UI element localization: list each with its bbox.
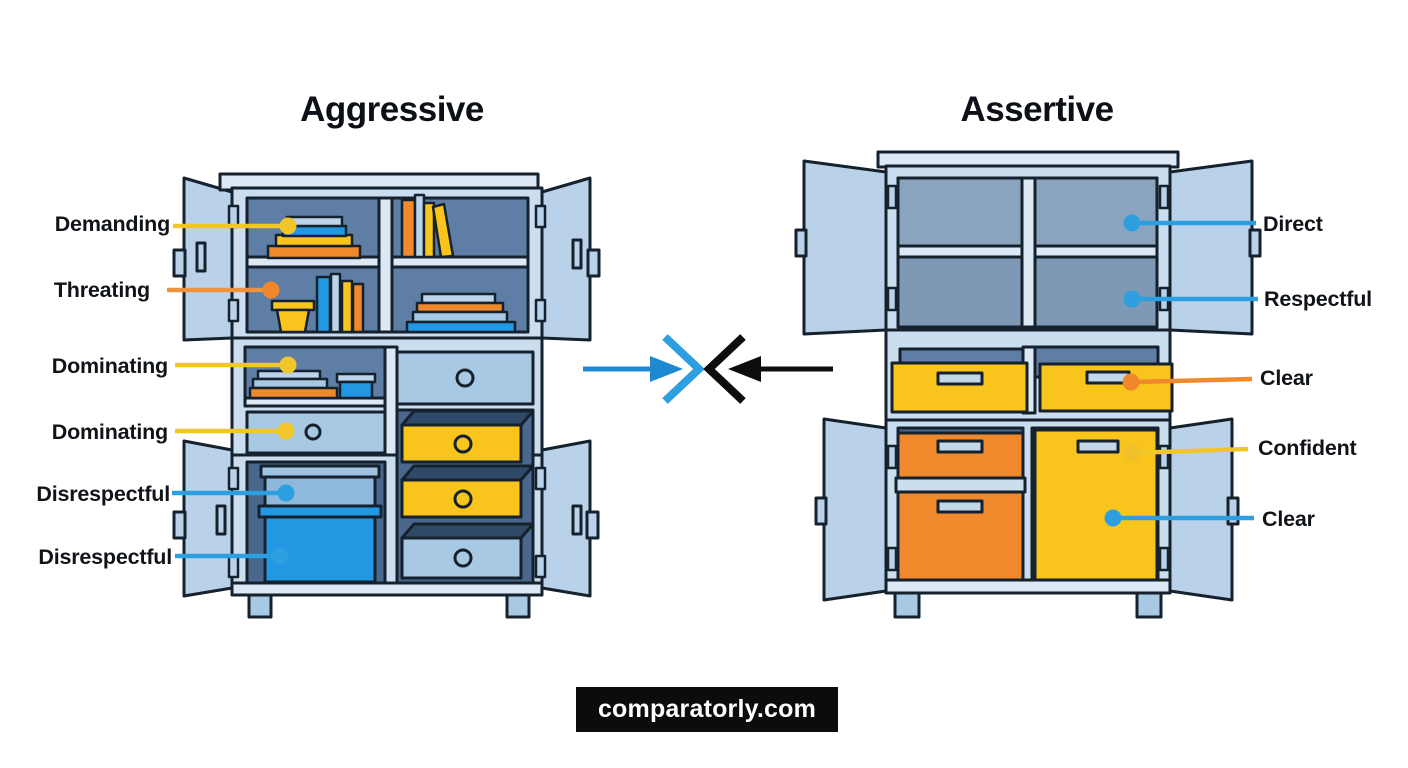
label-threating: Threating: [53, 278, 150, 302]
storage-bin: [257, 464, 383, 584]
orange-drawer-bottom: [896, 490, 1025, 582]
connector-direct: [1123, 214, 1256, 232]
pot-and-books-mid-left: [270, 272, 365, 334]
watermark-badge: comparatorly.com: [576, 687, 838, 732]
connector-confident: [1123, 444, 1249, 462]
yellow-drawer-right: [1038, 362, 1174, 413]
assertive-leg-right: [1135, 591, 1163, 619]
connector-demanding: [173, 217, 297, 235]
yellow-drawer-left: [890, 361, 1029, 414]
label-demanding: Demanding: [54, 212, 170, 236]
connector-dominating-2: [175, 422, 295, 440]
arrow-left-icon: [703, 334, 833, 404]
books-top-right: [400, 193, 455, 259]
label-dominating-1: Dominating: [51, 354, 168, 378]
connector-clear-1: [1122, 373, 1253, 391]
label-clear-2: Clear: [1262, 507, 1315, 531]
label-dominating-2: Dominating: [51, 420, 168, 444]
label-respectful: Respectful: [1264, 287, 1372, 311]
orange-drawer-top: [896, 431, 1025, 480]
label-direct: Direct: [1263, 212, 1323, 236]
label-clear-1: Clear: [1260, 366, 1313, 390]
aggressive-leg-left: [247, 593, 273, 619]
open-drawer-yellow-1: [400, 409, 535, 464]
connector-disrespectful-1: [172, 484, 295, 502]
arrow-right-icon: [583, 334, 705, 404]
aggressive-top-doors: [172, 176, 601, 342]
label-disrespectful-2: Disrespectful: [38, 545, 172, 569]
label-confident: Confident: [1258, 436, 1357, 460]
assertive-title: Assertive: [960, 90, 1114, 129]
connector-dominating-1: [175, 356, 297, 374]
assertive-bottom-doors: [814, 417, 1240, 602]
closed-drawer-right: [395, 350, 535, 406]
assertive-leg-left: [893, 591, 921, 619]
open-drawer-blue: [400, 522, 535, 580]
aggressive-title: Aggressive: [300, 90, 484, 129]
closed-drawer-left: [245, 410, 387, 455]
connector-clear-2: [1104, 509, 1254, 527]
open-drawer-yellow-2: [400, 464, 535, 519]
connector-disrespectful-2: [175, 547, 289, 565]
label-connectors: [167, 214, 1258, 565]
aggressive-cabinet-illustration: [172, 172, 601, 619]
connector-respectful: [1123, 290, 1258, 308]
assertive-top-doors: [794, 159, 1262, 336]
merge-arrows: [583, 334, 833, 404]
books-middle-shelf: [248, 369, 377, 400]
aggressive-leg-right: [505, 593, 531, 619]
assertive-cabinet-illustration: [794, 150, 1262, 619]
connector-threating: [167, 281, 280, 299]
book-stack-mid-right: [405, 292, 517, 334]
watermark-text: comparatorly.com: [597, 695, 817, 723]
label-disrespectful-1: Disrespectful: [36, 482, 170, 506]
